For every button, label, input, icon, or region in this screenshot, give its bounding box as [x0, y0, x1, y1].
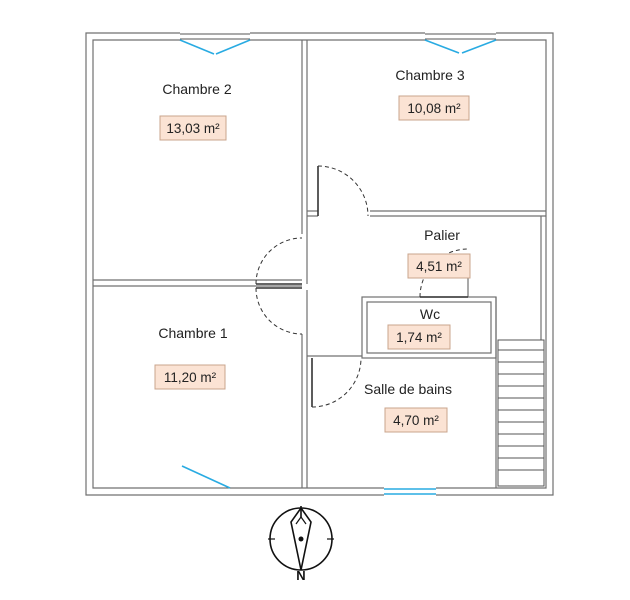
door-chambre-3 — [317, 165, 369, 217]
interior-walls — [93, 40, 546, 488]
windows — [179, 33, 497, 496]
window-chambre-3 — [424, 33, 497, 54]
exterior-walls — [85, 32, 554, 496]
room-name-chambre-3: Chambre 3 — [395, 67, 464, 83]
area-box-wc — [387, 324, 451, 350]
room-name-chambre-1: Chambre 1 — [158, 325, 227, 341]
door-chambre-1 — [255, 287, 303, 335]
area-chambre-3: 10,08 m² — [407, 101, 461, 116]
staircase — [497, 339, 545, 487]
room-name-wc: Wc — [420, 306, 440, 322]
outer-wall-inner-left — [92, 39, 180, 489]
area-box-chambre-1 — [154, 364, 226, 390]
outer-wall-left — [85, 32, 180, 496]
window-chambre-1 — [180, 465, 231, 496]
door-chambre-2 — [255, 237, 303, 285]
room-name-chambre-2: Chambre 2 — [162, 81, 231, 97]
area-chambre-1: 11,20 m² — [164, 370, 217, 385]
outer-wall-right-inner — [436, 39, 547, 489]
doors — [255, 165, 469, 408]
window-salle-de-bains — [384, 488, 436, 495]
stair-outline — [497, 339, 545, 487]
area-salle-de-bains: 4,70 m² — [393, 413, 439, 428]
wc-inner-wall — [366, 301, 492, 354]
area-box-chambre-2 — [159, 115, 227, 141]
compass-north-label: N — [296, 568, 305, 583]
area-box-chambre-3 — [398, 95, 470, 121]
room-labels: Chambre 2 13,03 m² Chambre 3 10,08 m² Pa… — [154, 67, 471, 433]
area-chambre-2: 13,03 m² — [166, 121, 220, 136]
window-chambre-2 — [179, 33, 251, 55]
area-palier: 4,51 m² — [416, 259, 462, 274]
north-compass-icon: N — [268, 506, 334, 583]
door-salle-de-bains — [311, 357, 362, 408]
outer-wall-right — [436, 32, 554, 496]
area-box-palier — [407, 253, 471, 279]
area-wc: 1,74 m² — [396, 330, 442, 345]
room-name-palier: Palier — [424, 227, 460, 243]
area-box-salle-de-bains — [384, 407, 448, 433]
room-name-salle-de-bains: Salle de bains — [364, 381, 452, 397]
